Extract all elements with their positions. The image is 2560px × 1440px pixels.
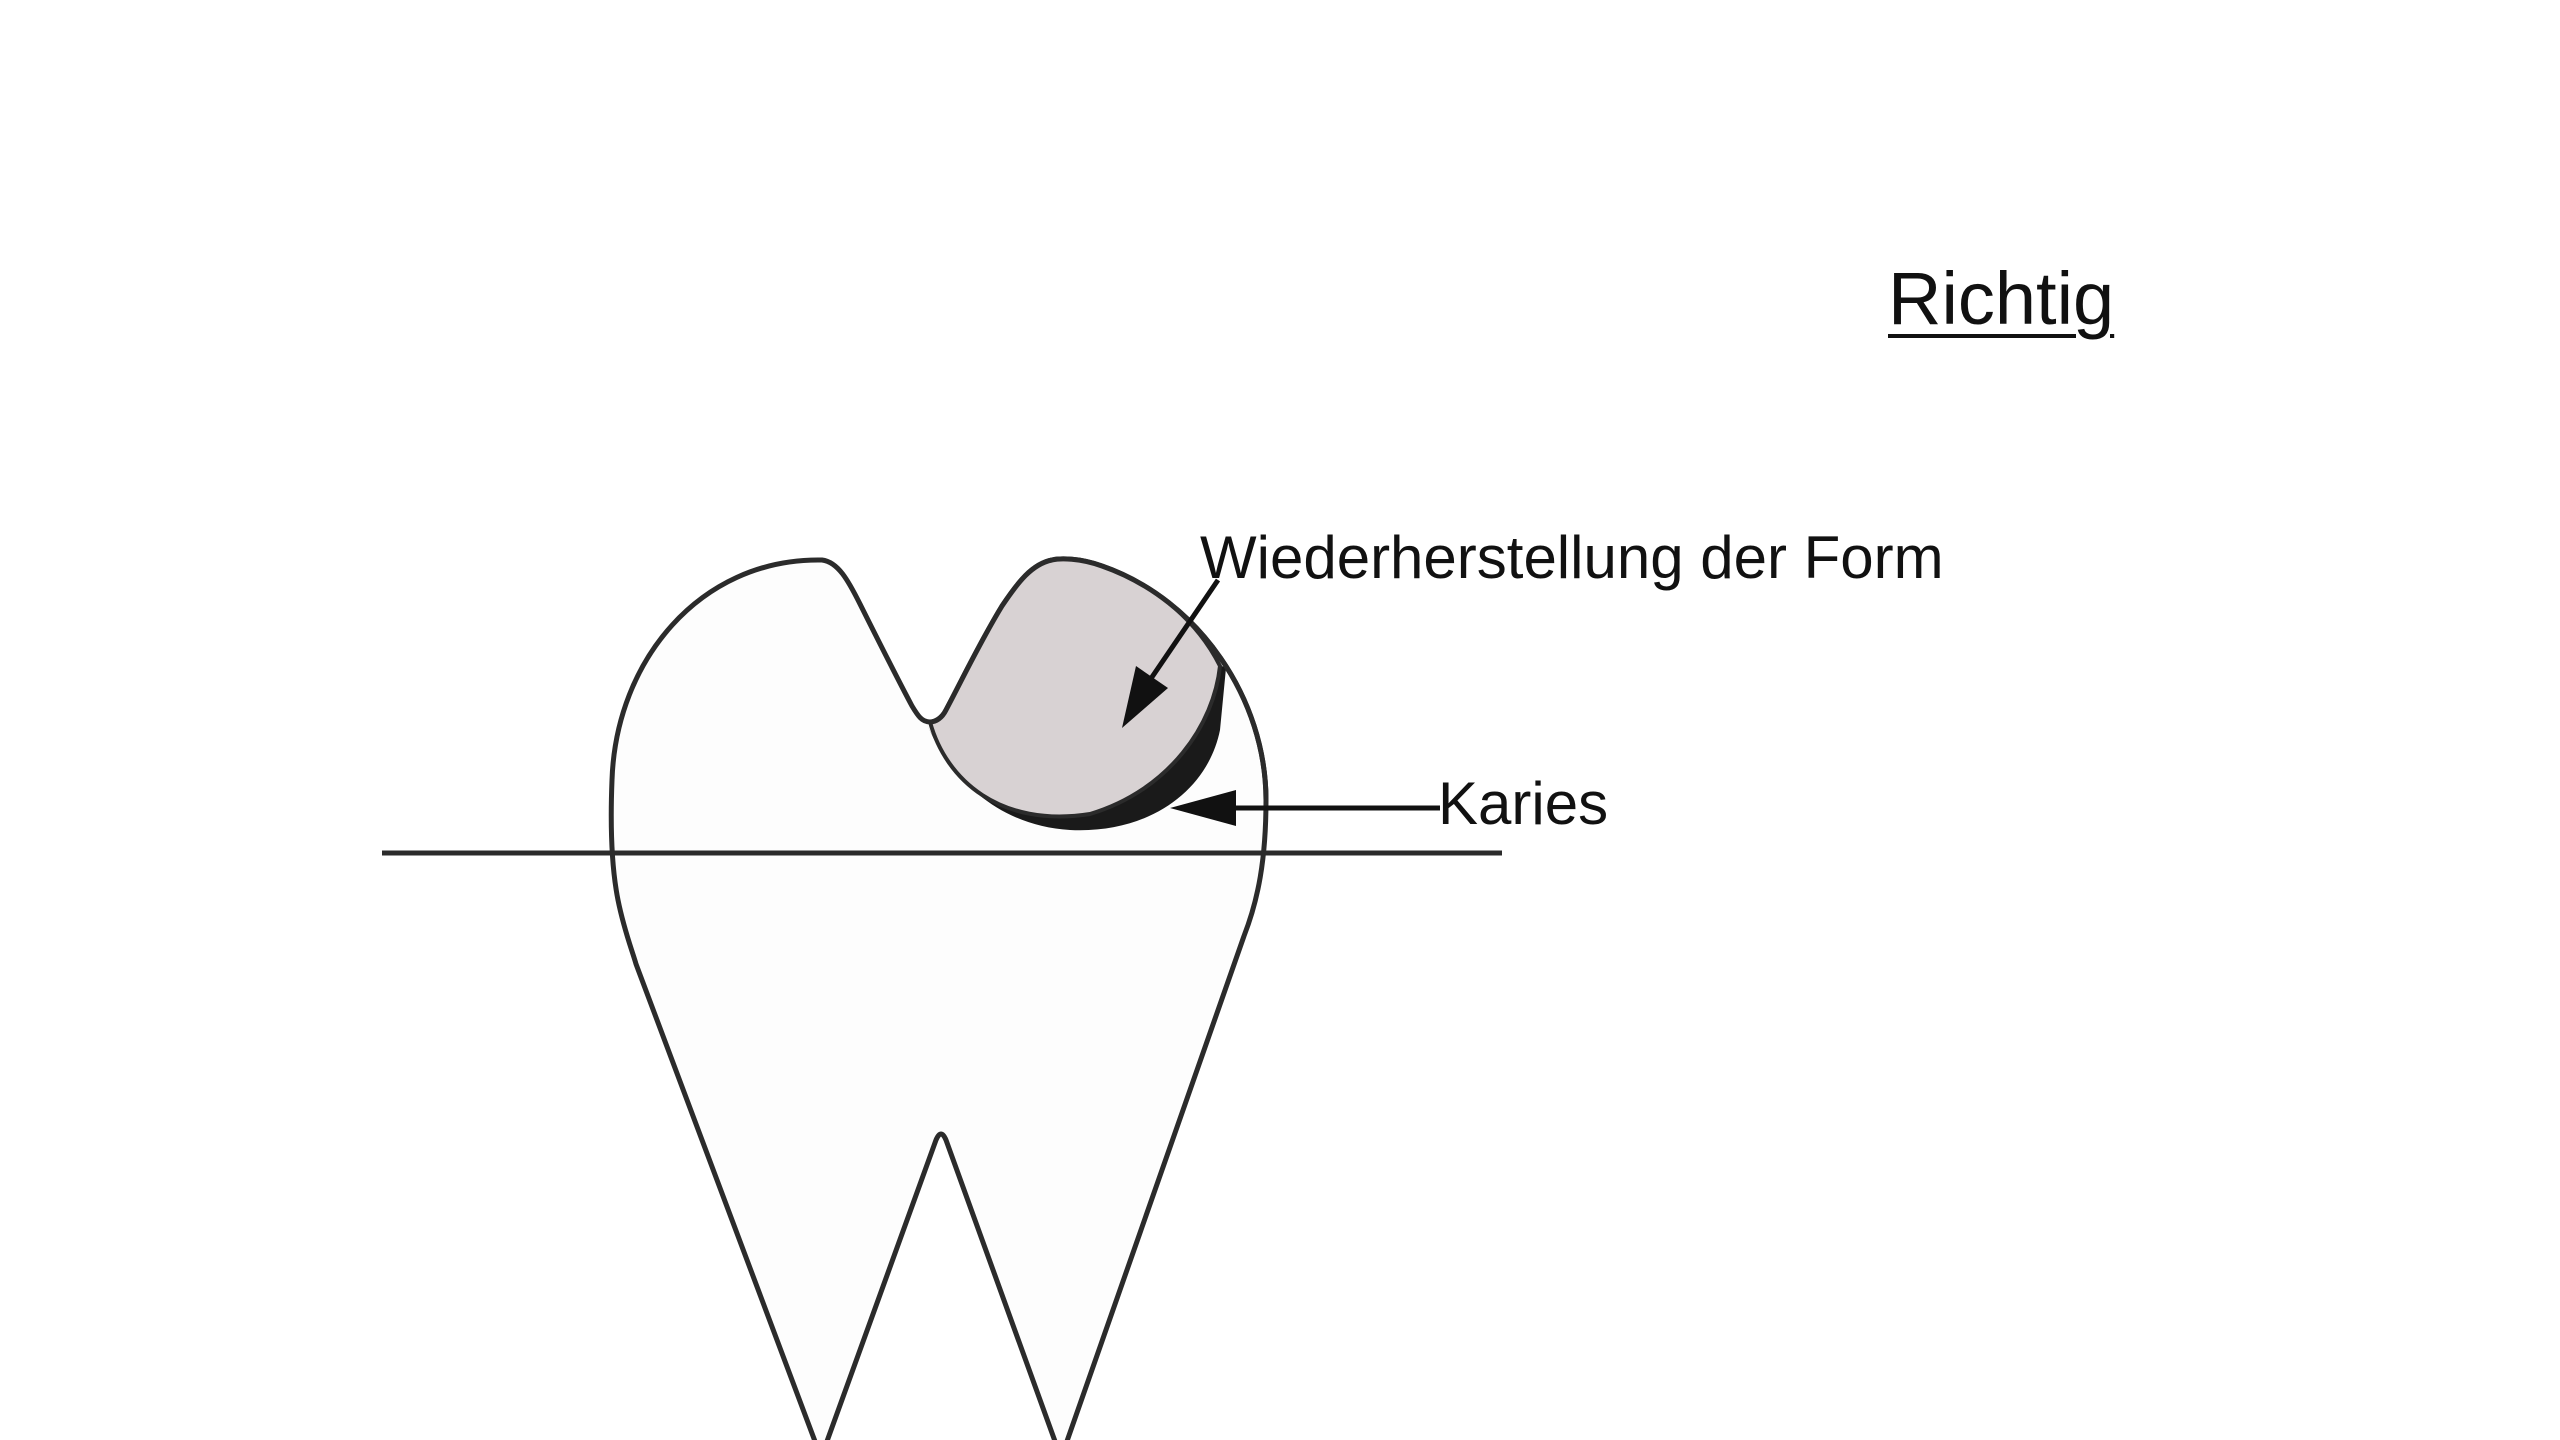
caries-arrowhead: [1170, 790, 1236, 826]
diagram-title: Richtig: [1888, 257, 2115, 340]
caries-layer: [926, 664, 1226, 831]
restoration-arrowhead: [1122, 666, 1168, 728]
restoration-label: Wiederherstellung der Form: [1200, 524, 1944, 591]
restoration-arrow-line: [1147, 578, 1221, 682]
caries-label: Karies: [1438, 770, 1609, 837]
crown-outline: [929, 556, 1269, 801]
